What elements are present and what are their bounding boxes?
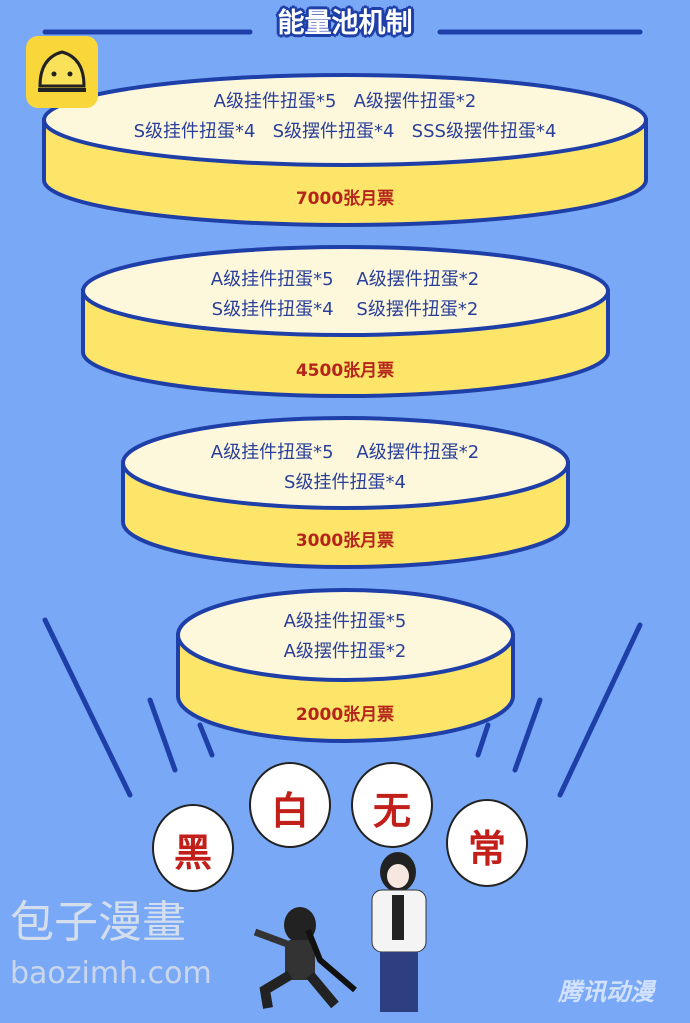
- energy-pool-tier: [176, 588, 515, 743]
- tier-rewards: A级挂件扭蛋*5 A级摆件扭蛋*2 S级挂件扭蛋*4 S级摆件扭蛋*4 SSS级…: [133, 91, 557, 142]
- tier-rewards: A级挂件扭蛋*5 A级摆件扭蛋*2: [283, 611, 407, 662]
- page-title: 能量池机制: [277, 8, 413, 39]
- watermark-site-name: 包子漫畫: [10, 897, 186, 948]
- speech-bubble: 常: [467, 827, 506, 871]
- tier-rewards: A级挂件扭蛋*5 A级摆件扭蛋*2 S级挂件扭蛋*4: [210, 442, 480, 493]
- tier-rewards: A级挂件扭蛋*5 A级摆件扭蛋*2 S级挂件扭蛋*4 S级摆件扭蛋*2: [210, 269, 480, 320]
- speech-bubble: 白: [270, 789, 309, 833]
- speech-bubble: 黑: [173, 831, 212, 875]
- speech-bubble: 无: [372, 789, 411, 833]
- character-black: [253, 907, 357, 1009]
- energy-pool-tier: [81, 245, 610, 398]
- watermark-publisher: 腾讯动漫: [558, 978, 654, 1006]
- energy-pool-tier: [42, 73, 648, 227]
- watermark-site-domain: baozimh.com: [10, 956, 212, 991]
- character-white: [371, 852, 427, 1012]
- tier-threshold: 3000张月票: [295, 531, 395, 551]
- energy-pool-tier: [121, 416, 570, 569]
- tier-threshold: 2000张月票: [295, 705, 395, 725]
- baozi-logo-icon: [26, 36, 98, 108]
- tier-threshold: 7000张月票: [295, 189, 395, 209]
- tier-threshold: 4500张月票: [295, 361, 395, 381]
